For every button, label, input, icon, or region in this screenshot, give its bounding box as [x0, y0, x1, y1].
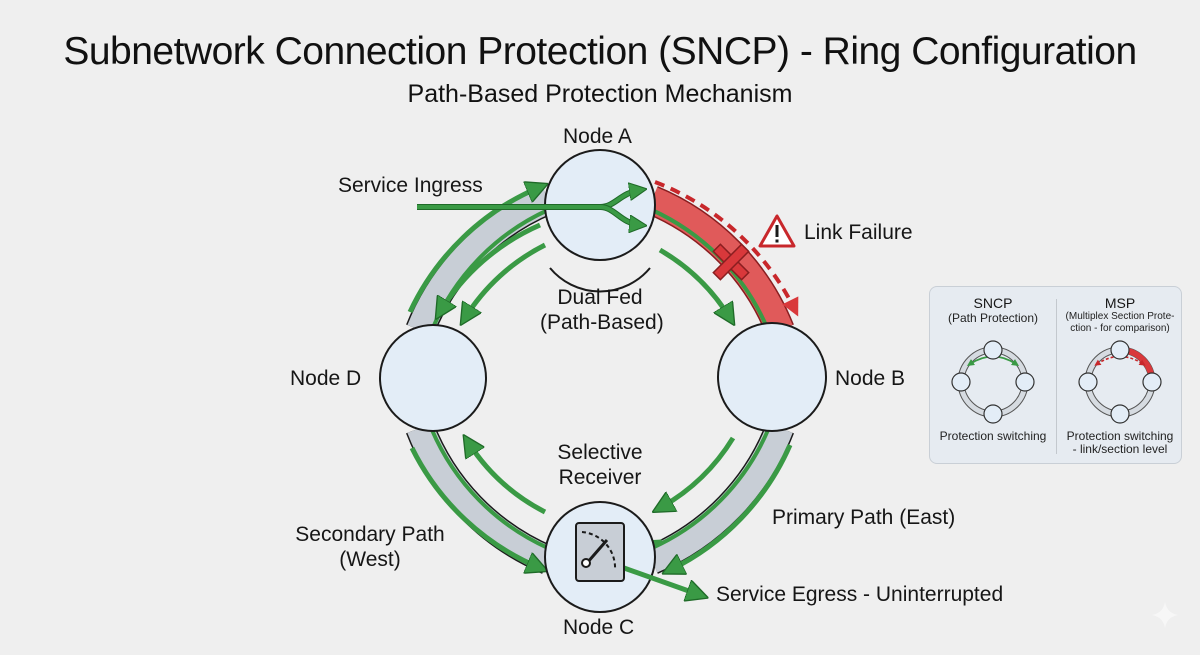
- selector-switch-icon[interactable]: [575, 522, 625, 582]
- arrow-inner-a-to-d: [465, 242, 547, 318]
- sncp-column: SNCP (Path Protection): [930, 295, 1056, 325]
- dual-fed-line2: (Path-Based): [540, 311, 664, 334]
- sncp-title: SNCP: [973, 295, 1013, 311]
- sparkle-icon: [1152, 602, 1178, 628]
- node-b-circle[interactable]: [717, 322, 827, 432]
- comparison-panel: SNCP (Path Protection) Protection switch…: [929, 286, 1182, 464]
- arrow-outer-d-to-c: [409, 446, 540, 568]
- secondary-path-line1: Secondary Path: [295, 523, 445, 546]
- arrow-outer-b-to-c: [670, 444, 793, 570]
- node-c-label: Node C: [563, 616, 635, 639]
- service-egress-arrow: [623, 565, 700, 595]
- sncp-footer: Protection switching: [939, 429, 1047, 443]
- secondary-path-label: Secondary Path (West): [285, 522, 455, 572]
- dual-fed-line1: Dual Fed: [557, 286, 643, 309]
- dual-fed-label: Dual Fed (Path-Based): [540, 285, 664, 335]
- signal-line-d-c: [430, 429, 549, 550]
- node-b-label: Node B: [835, 367, 906, 390]
- sncp-mini-ring: [951, 340, 1035, 424]
- arrow-outer-d-to-a: [407, 187, 540, 314]
- secondary-path-line2: (West): [339, 548, 401, 571]
- node-d-circle[interactable]: [379, 324, 487, 432]
- arrow-inner-b-to-c: [660, 436, 736, 508]
- signal-line-b-c: [651, 429, 770, 550]
- dual-fed-bracket: [549, 267, 651, 293]
- link-failure-label: Link Failure: [804, 221, 913, 244]
- selective-receiver-label: Selective Receiver: [540, 440, 660, 490]
- warning-triangle-icon: [758, 214, 796, 248]
- x-mark-icon: [712, 243, 750, 281]
- msp-column: MSP (Multiplex Section Prote- ction - fo…: [1057, 295, 1183, 335]
- panel-divider: [1056, 299, 1057, 454]
- msp-mini-ring: [1078, 340, 1162, 424]
- selective-receiver-line1: Selective: [557, 441, 643, 464]
- service-egress-label: Service Egress - Uninterrupted: [716, 583, 1004, 606]
- sncp-subtitle: (Path Protection): [947, 311, 1039, 325]
- msp-footer-line2: - link/section level: [1072, 442, 1168, 456]
- msp-subtitle-line1: (Multiplex Section Prote-: [1065, 311, 1175, 322]
- service-ingress-label: Service Ingress: [338, 174, 483, 197]
- primary-path-label: Primary Path (East): [772, 506, 956, 529]
- fiber-segment-b-c: [645, 422, 794, 574]
- diagram-subtitle: Path-Based Protection Mechanism: [407, 80, 793, 108]
- selective-receiver-line2: Receiver: [558, 466, 642, 489]
- fiber-segment-d-c: [406, 422, 555, 574]
- arrow-fiber-a-to-d: [440, 222, 541, 312]
- arrow-inner-a-to-b: [658, 247, 730, 318]
- msp-subtitle-line2: ction - for comparison): [1070, 323, 1170, 334]
- msp-title: MSP: [1104, 295, 1136, 311]
- arrow-inner-c-to-d: [468, 442, 547, 515]
- node-a-label: Node A: [563, 125, 632, 148]
- diagram-title: Subnetwork Connection Protection (SNCP) …: [63, 30, 1137, 73]
- reroute-dashed-arrow: [654, 180, 799, 317]
- msp-footer-line1: Protection switching: [1066, 429, 1174, 443]
- msp-footer: Protection switching - link/section leve…: [1057, 430, 1183, 456]
- service-ingress-path: [417, 190, 640, 225]
- node-d-label: Node D: [290, 367, 362, 390]
